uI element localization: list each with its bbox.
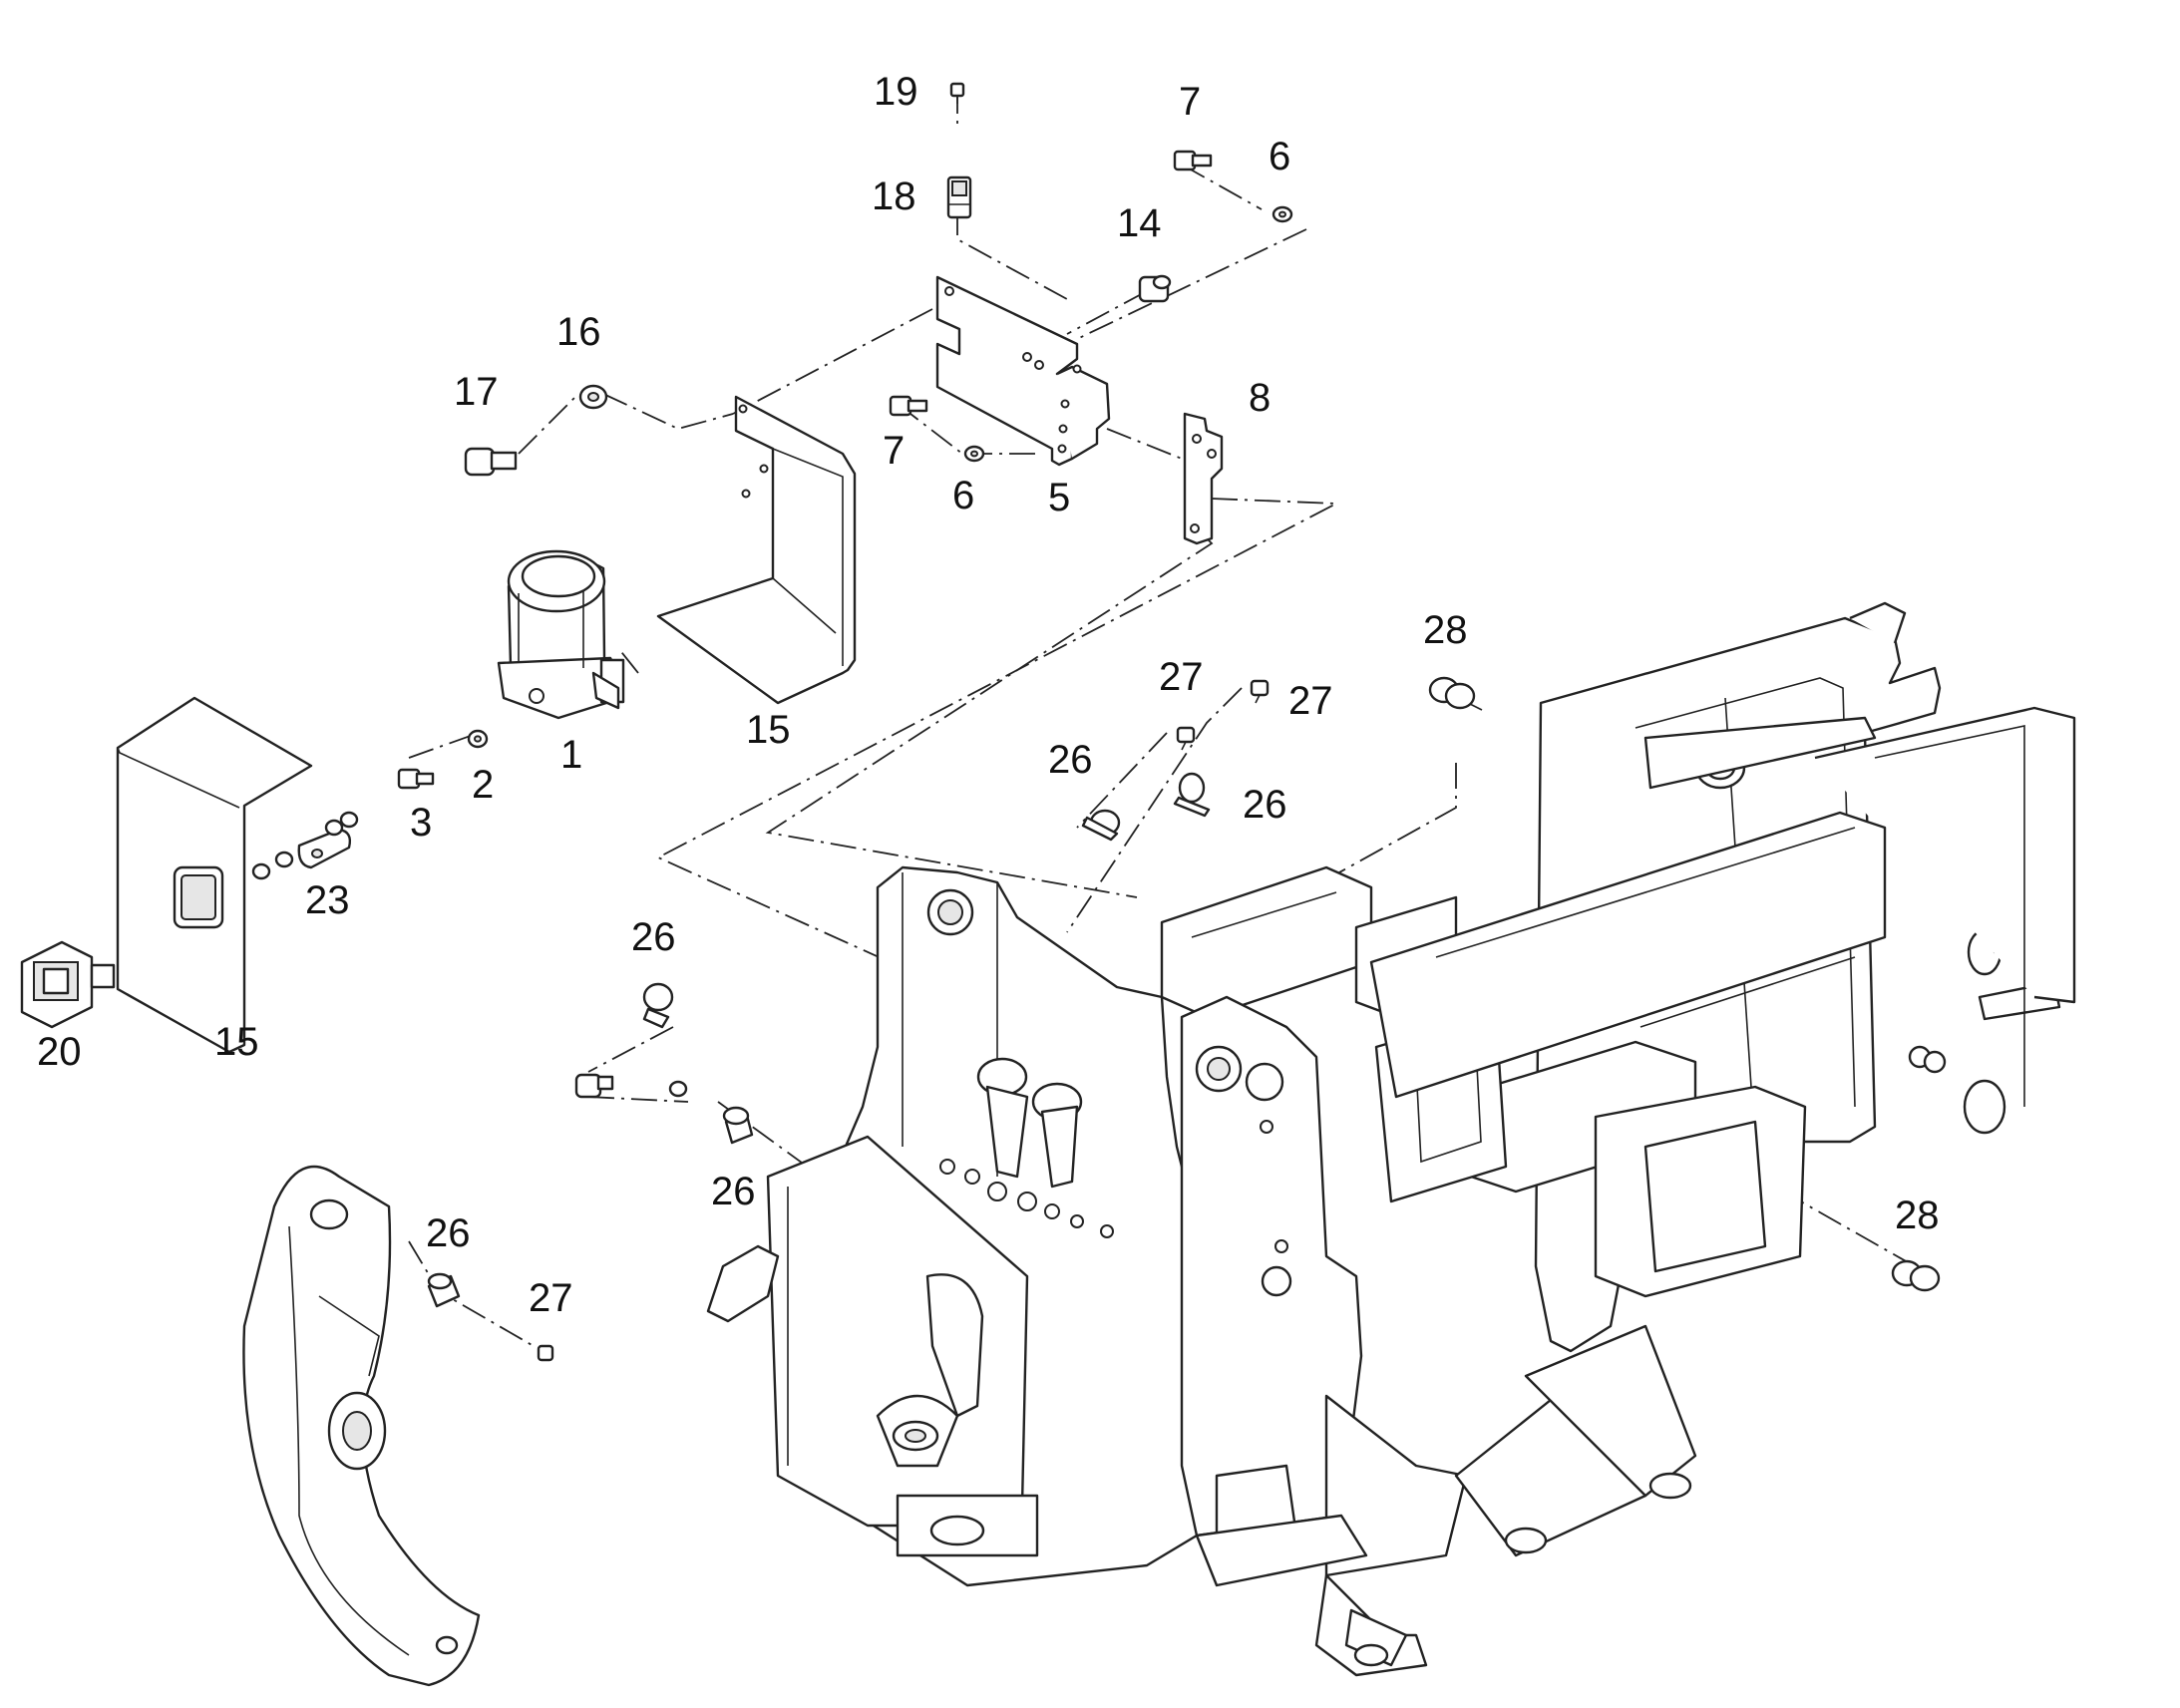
part-27-screw-c [574,1073,614,1099]
part-27-screw-b [1250,679,1270,704]
callout-27: 27 [1288,679,1333,723]
part-5-bracket-plate [935,275,1111,467]
part-15-upper-cover [656,395,857,705]
part-26-nut-e [427,1272,461,1308]
callout-1: 1 [560,733,582,777]
part-7-bolt-mid [889,395,928,417]
callout-14: 14 [1117,201,1162,245]
part-28-clip-bottom [1891,1259,1941,1292]
lift-arm [242,1165,481,1687]
callout-7: 7 [1179,80,1201,124]
part-3-bolt [397,768,435,790]
part-6-washer-top [1272,205,1293,223]
part-20-switch [20,940,116,1029]
callout-27: 27 [1159,655,1204,699]
part-26-clamp-b [1173,772,1211,818]
callout-5: 5 [1048,476,1070,519]
part-1-lube-pump [497,549,625,720]
part-27-screw-d [537,1344,554,1362]
part-6-washer-mid [963,445,985,463]
part-8-plate [1183,412,1224,545]
part-7-bolt-top [1173,150,1213,171]
part-23-bracket-and-nuts [251,811,359,880]
part-26-clamp-c [642,982,674,1029]
callout-6: 6 [1269,135,1290,178]
callout-26: 26 [711,1170,756,1213]
part-17-bolt [464,447,518,477]
callout-28: 28 [1423,608,1468,652]
callout-18: 18 [872,174,916,218]
part-26-nut-d [668,1080,754,1145]
part-26-clamp-a [1081,809,1121,842]
callout-26: 26 [631,915,676,959]
main-chassis-frame [706,601,2076,1677]
part-14-plug [1138,274,1172,303]
callout-27: 27 [529,1276,573,1320]
callout-labels: 19 18 7 6 14 16 17 8 7 6 5 15 1 2 3 23 1… [37,70,1940,1320]
callout-26: 26 [426,1211,471,1255]
callout-19: 19 [874,70,918,114]
part-27-screw-a [1176,726,1196,751]
part-2-washer [467,729,489,749]
callout-2: 2 [472,763,494,807]
callout-16: 16 [556,310,601,354]
callout-15: 15 [746,708,791,752]
part-28-clip-top [1428,676,1483,711]
callout-26: 26 [1243,783,1287,827]
callout-15: 15 [214,1020,259,1064]
callout-6: 6 [952,474,974,517]
callout-7: 7 [883,429,905,473]
callout-17: 17 [454,370,499,414]
callout-26: 26 [1048,738,1093,782]
callout-23: 23 [305,878,350,922]
callout-28: 28 [1895,1194,1940,1237]
part-19-screw [949,82,965,104]
part-16-washer [578,384,608,410]
callout-3: 3 [410,801,432,845]
callout-20: 20 [37,1030,82,1074]
part-15-lower-cover [116,696,313,1054]
callout-8: 8 [1249,376,1271,420]
part-18-spacer [946,175,972,219]
